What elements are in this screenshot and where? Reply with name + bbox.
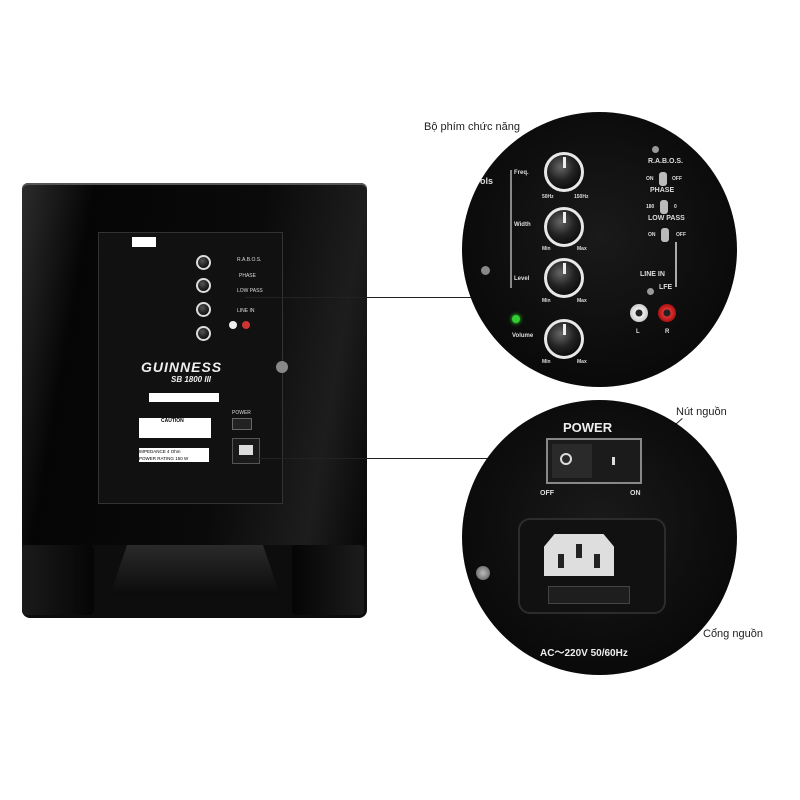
rabos-off: OFF xyxy=(672,176,682,182)
screw-icon xyxy=(652,146,659,153)
toggle-low-pass[interactable] xyxy=(661,228,669,242)
knob-level[interactable] xyxy=(544,258,584,298)
panel-power-switch[interactable] xyxy=(232,418,252,430)
label-on: ON xyxy=(630,490,641,497)
side-text: ols xyxy=(480,176,494,186)
label-width: Width xyxy=(514,222,531,228)
label-right: R xyxy=(665,329,670,335)
rear-panel: R.A.B.O.S. PHASE LOW PASS LINE IN GUINNE… xyxy=(98,232,288,504)
label-ac: AC～220V 50/60Hz xyxy=(540,648,628,659)
panel-linein: LINE IN xyxy=(237,308,255,314)
rca-left-jack[interactable] xyxy=(630,304,648,322)
knob-width[interactable] xyxy=(544,207,584,247)
off-circle-icon xyxy=(560,453,572,465)
spec-label: IMPEDANCE 4 Ohm POWER RATING 150 W xyxy=(139,448,209,462)
power-socket[interactable] xyxy=(518,518,666,614)
rabos-on: ON xyxy=(646,176,654,182)
level-min: Min xyxy=(542,298,551,304)
phase-180: 180 xyxy=(646,204,655,210)
label-level: Level xyxy=(514,276,530,282)
panel-rca-left[interactable] xyxy=(229,321,237,329)
phase-0: 0 xyxy=(674,204,677,210)
controls-closeup: ols Freq. Width Level Volume 50Hz 150Hz … xyxy=(462,112,737,387)
knob-volume[interactable] xyxy=(544,319,584,359)
width-max: Max xyxy=(577,246,587,252)
panel-rca-right[interactable] xyxy=(242,321,250,329)
panel-lowpass: LOW PASS xyxy=(237,288,263,294)
toggle-phase[interactable] xyxy=(660,200,668,214)
screw-icon xyxy=(647,288,654,295)
panel-rabos: R.A.B.O.S. xyxy=(237,257,262,263)
caution-label: CAUTION xyxy=(139,418,211,438)
label-rabos: R.A.B.O.S. xyxy=(648,158,684,165)
annotation-power-port: Cổng nguồn xyxy=(703,628,763,640)
foot-right xyxy=(292,545,364,615)
power-closeup: POWER OFF ON AC～220V 50/60Hz xyxy=(462,400,737,675)
panel-power-socket[interactable] xyxy=(232,438,260,464)
label-lfe: LFE xyxy=(659,284,673,291)
leader-line-controls xyxy=(245,297,515,298)
lowpass-off: OFF xyxy=(676,232,686,238)
level-max: Max xyxy=(577,298,587,304)
foot-left xyxy=(22,545,94,615)
brand-logo: GUINNESS xyxy=(141,359,223,375)
width-min: Min xyxy=(542,246,551,252)
volume-min: Min xyxy=(542,359,551,365)
sticker xyxy=(132,237,156,247)
model-name: SB 1800 III xyxy=(171,375,212,384)
panel-knob-width[interactable] xyxy=(196,278,211,293)
toggle-rabos[interactable] xyxy=(659,172,667,186)
bracket-line xyxy=(675,242,677,287)
label-line-in: LINE IN xyxy=(640,271,665,278)
annotation-function-keys: Bộ phím chức năng xyxy=(424,121,521,133)
panel-knob-volume[interactable] xyxy=(196,326,211,341)
label-off: OFF xyxy=(540,490,554,497)
annotation-power-button: Nút nguồn xyxy=(676,406,727,418)
panel-knob-freq[interactable] xyxy=(196,255,211,270)
label-freq: Freq. xyxy=(514,170,529,176)
panel-phase: PHASE xyxy=(239,273,256,279)
lowpass-on: ON xyxy=(648,232,656,238)
screw-icon xyxy=(276,361,288,373)
info-sticker xyxy=(149,393,219,402)
panel-knob-level[interactable] xyxy=(196,302,211,317)
rca-right-jack[interactable] xyxy=(658,304,676,322)
label-phase: PHASE xyxy=(650,187,675,194)
fuse-holder[interactable] xyxy=(548,586,630,604)
freq-max: 150Hz xyxy=(574,194,589,200)
power-led-icon xyxy=(512,315,520,323)
volume-max: Max xyxy=(577,359,587,365)
label-volume: Volume xyxy=(512,333,534,339)
leader-line-power xyxy=(248,458,498,459)
knob-freq[interactable] xyxy=(544,152,584,192)
power-switch[interactable] xyxy=(546,438,642,484)
freq-min: 50Hz xyxy=(542,194,554,200)
label-left: L xyxy=(636,329,640,335)
bass-port xyxy=(110,545,280,595)
label-low-pass: LOW PASS xyxy=(648,215,685,222)
label-power: POWER xyxy=(563,420,613,435)
on-bar-icon xyxy=(612,457,615,465)
bracket-line xyxy=(510,170,512,288)
screw-icon xyxy=(481,266,490,275)
panel-power-label: POWER xyxy=(232,410,251,416)
screw-icon xyxy=(476,566,490,580)
